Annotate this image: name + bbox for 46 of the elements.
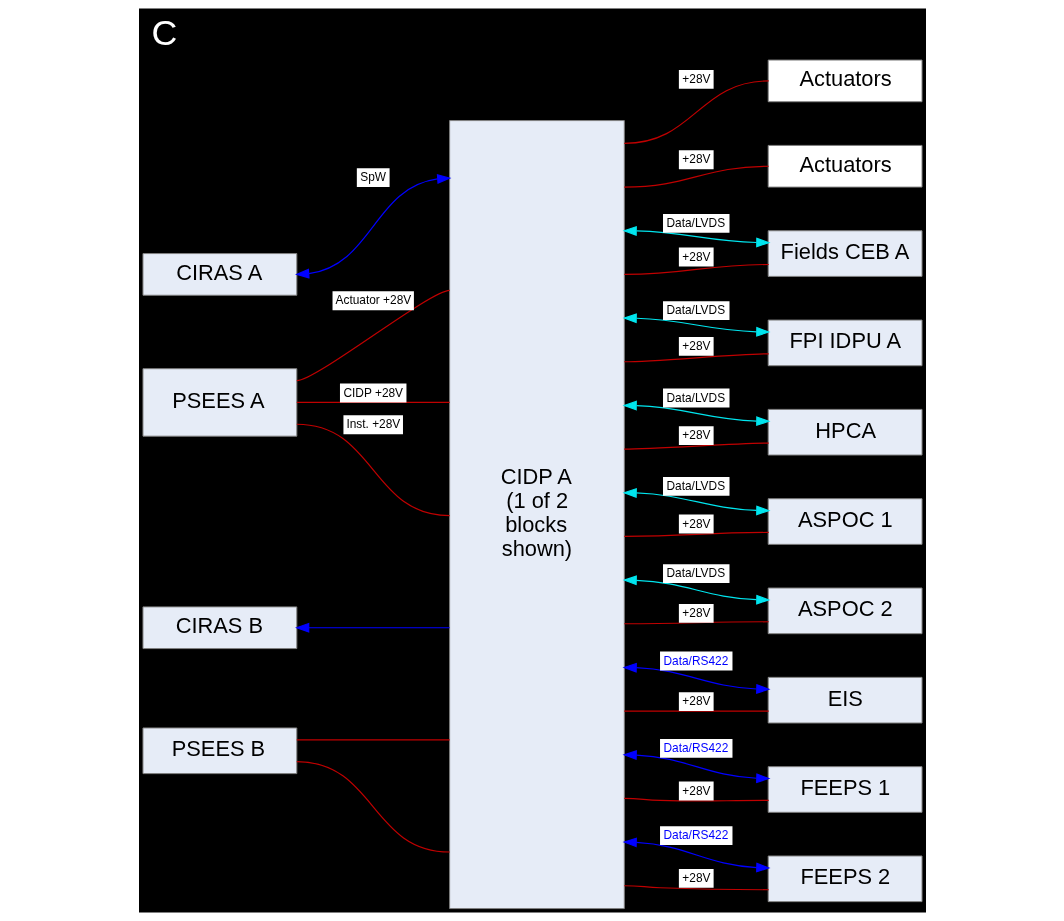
edge-label: +28V xyxy=(681,71,710,86)
arrow xyxy=(622,575,770,605)
arrow xyxy=(622,487,770,516)
connector xyxy=(295,401,450,404)
connector xyxy=(295,739,450,741)
edge-label: +28V xyxy=(681,783,710,798)
arrow xyxy=(294,622,450,633)
edge-label: +28V xyxy=(681,338,710,353)
edge-label: +28V xyxy=(681,428,710,443)
arrow xyxy=(622,313,770,337)
edge-label: SpW xyxy=(359,170,386,185)
edge-label: Data/RS422 xyxy=(663,653,728,668)
edge-label: Data/LVDS xyxy=(665,478,725,493)
edge-label: +28V xyxy=(681,152,710,167)
connector xyxy=(623,531,769,537)
arrow xyxy=(622,225,770,248)
edge-label: Data/RS422 xyxy=(663,740,728,755)
edge-label: Actuator +28V xyxy=(335,293,411,308)
connector xyxy=(623,797,769,802)
connector xyxy=(623,442,769,450)
connector xyxy=(623,80,769,144)
arrow xyxy=(622,837,770,873)
edge-label: Data/LVDS xyxy=(665,390,725,405)
edge-label: +28V xyxy=(681,605,710,620)
arrow xyxy=(622,400,770,427)
arrow xyxy=(294,174,451,279)
edge-label: CIDP +28V xyxy=(342,385,403,400)
edge-label: Data/LVDS xyxy=(665,215,725,230)
edge-label: +28V xyxy=(681,516,710,531)
connector xyxy=(295,761,450,853)
connector xyxy=(623,885,769,891)
edge-label: Data/LVDS xyxy=(665,566,725,581)
edge-label: +28V xyxy=(681,249,710,264)
connector xyxy=(623,710,769,712)
edge-label: Data/RS422 xyxy=(663,828,728,843)
connector xyxy=(623,263,769,275)
connector xyxy=(623,165,769,188)
edge-label: Data/LVDS xyxy=(665,303,725,318)
arrow xyxy=(622,662,770,694)
connector xyxy=(623,353,769,363)
edge-label: +28V xyxy=(681,694,710,709)
connector xyxy=(295,423,450,517)
edge-label: +28V xyxy=(681,870,710,885)
arrow xyxy=(622,750,770,784)
edge-label: Inst. +28V xyxy=(345,417,400,432)
diagram-title: C xyxy=(150,12,177,53)
